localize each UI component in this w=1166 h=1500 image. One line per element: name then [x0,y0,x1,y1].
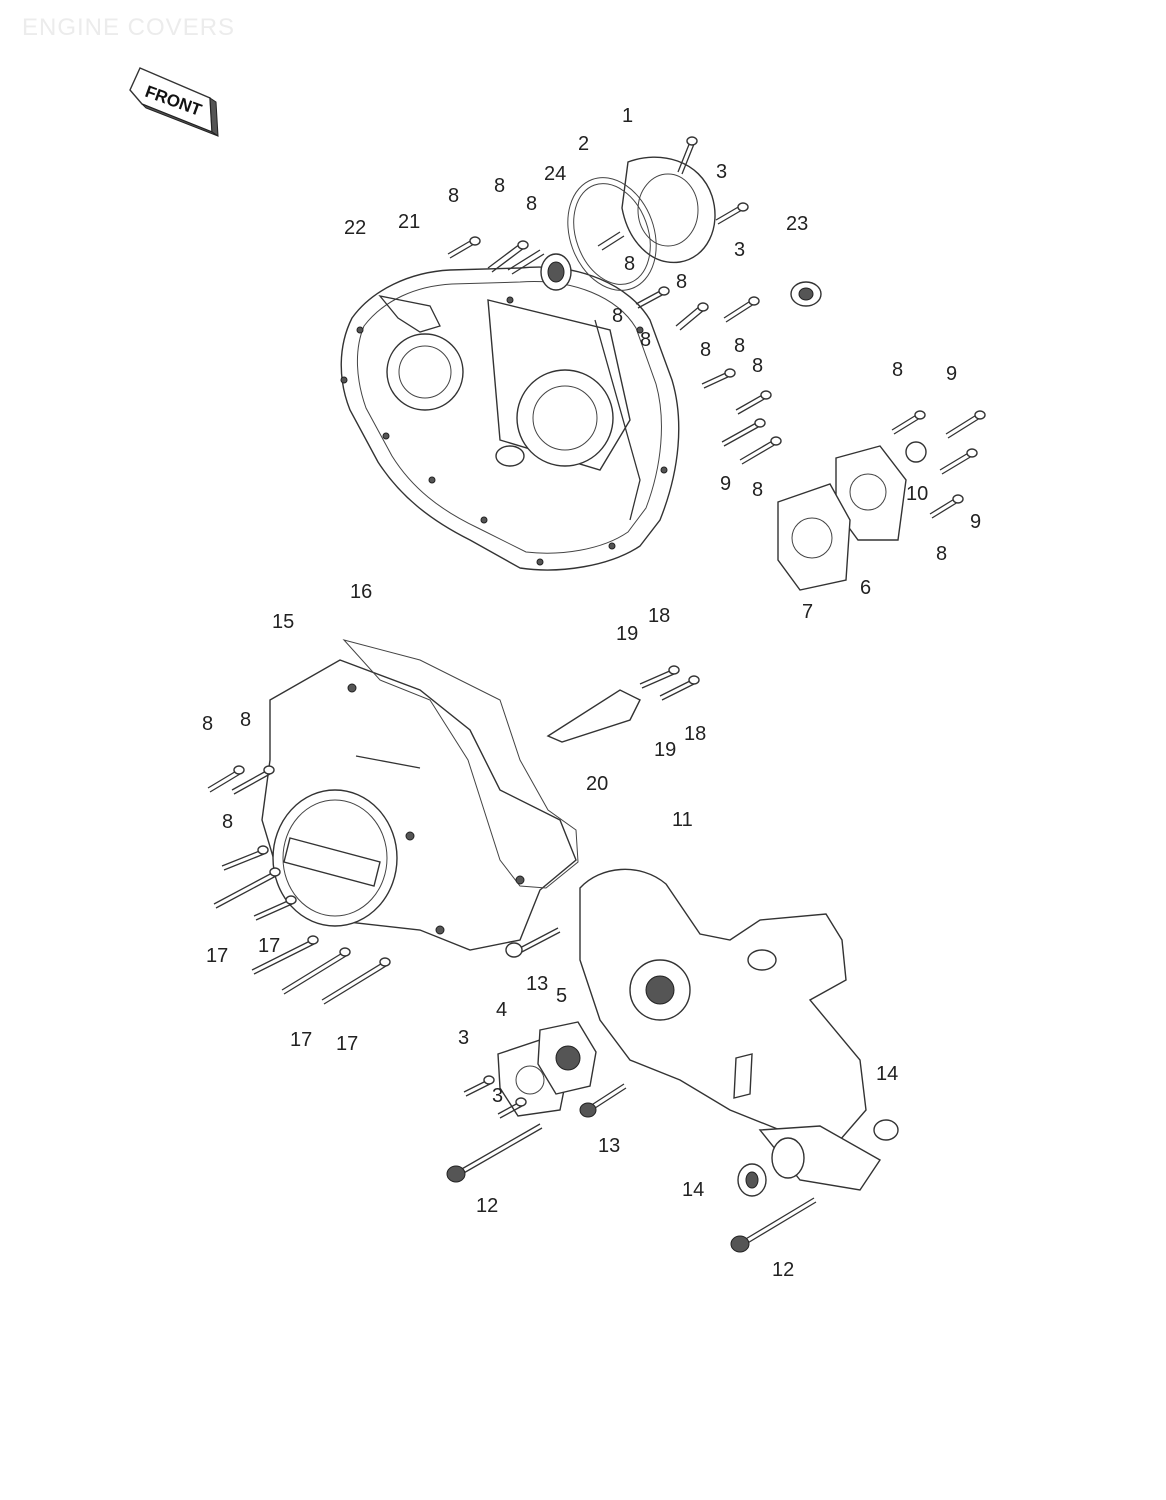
callout-17: 17 [258,935,280,957]
callout-17: 17 [336,1033,358,1055]
callout-18: 18 [648,605,670,627]
callout-1: 1 [622,105,633,127]
inspection-cover-part-1 [621,156,716,264]
callout-14: 14 [876,1063,898,1085]
callout-8: 8 [202,713,213,735]
callout-3: 3 [716,161,727,183]
callout-21: 21 [398,211,420,233]
screws-upper [447,136,986,519]
callout-3: 3 [734,239,745,261]
gasket-part-7 [777,483,851,591]
callout-2: 2 [578,133,589,155]
gasket-part-5 [537,1021,597,1095]
callout-8: 8 [752,479,763,501]
callout-17: 17 [290,1029,312,1051]
callout-14: 14 [682,1179,704,1201]
oil-seal-part-24 [540,253,572,291]
front-direction-tag: FRONT [129,67,219,137]
callout-13: 13 [598,1135,620,1157]
callout-8: 8 [700,339,711,361]
callout-8: 8 [676,271,687,293]
generator-cover-assembly [261,639,579,951]
callout-9: 9 [720,473,731,495]
callout-4: 4 [496,999,507,1021]
callout-8: 8 [892,359,903,381]
callout-8: 8 [640,329,651,351]
callout-9: 9 [970,511,981,533]
callout-labels: 1 2 3 24 8 8 8 21 22 23 3 8 8 8 8 8 8 8 … [202,105,981,1281]
callout-7: 7 [802,601,813,623]
screws-18-19 [639,665,700,701]
callout-16: 16 [350,581,372,603]
callout-8: 8 [624,253,635,275]
clutch-cover-assembly [340,266,680,571]
callout-8: 8 [240,709,251,731]
callout-15: 15 [272,611,294,633]
callout-22: 22 [344,217,366,239]
grommets-part-14 [737,1119,899,1197]
callout-23: 23 [786,213,808,235]
callout-12: 12 [476,1195,498,1217]
sprocket-cover-part-11 [579,868,881,1191]
callout-10: 10 [906,483,928,505]
callout-8: 8 [222,811,233,833]
callout-12: 12 [772,1259,794,1281]
callout-8: 8 [612,305,623,327]
screws-left [207,765,561,1005]
callout-13: 13 [526,973,548,995]
callout-17: 17 [206,945,228,967]
callout-9: 9 [946,363,957,385]
bracket-part-20 [546,689,641,743]
callout-24: 24 [544,163,566,185]
callout-3: 3 [458,1027,469,1049]
callout-19: 19 [654,739,676,761]
callout-8: 8 [752,355,763,377]
diagram-title: ENGINE COVERS [22,14,236,41]
callout-20: 20 [586,773,608,795]
callout-8: 8 [734,335,745,357]
plug-part-23 [790,281,822,307]
screws-lower [446,1075,817,1253]
callout-18: 18 [684,723,706,745]
callout-6: 6 [860,577,871,599]
callout-3: 3 [492,1085,503,1107]
gasket-part-2 [567,177,657,291]
callout-5: 5 [556,985,567,1007]
callout-8: 8 [936,543,947,565]
callout-8: 8 [448,185,459,207]
callout-8: 8 [526,193,537,215]
callout-8: 8 [494,175,505,197]
callout-19: 19 [616,623,638,645]
callout-11: 11 [672,809,693,831]
